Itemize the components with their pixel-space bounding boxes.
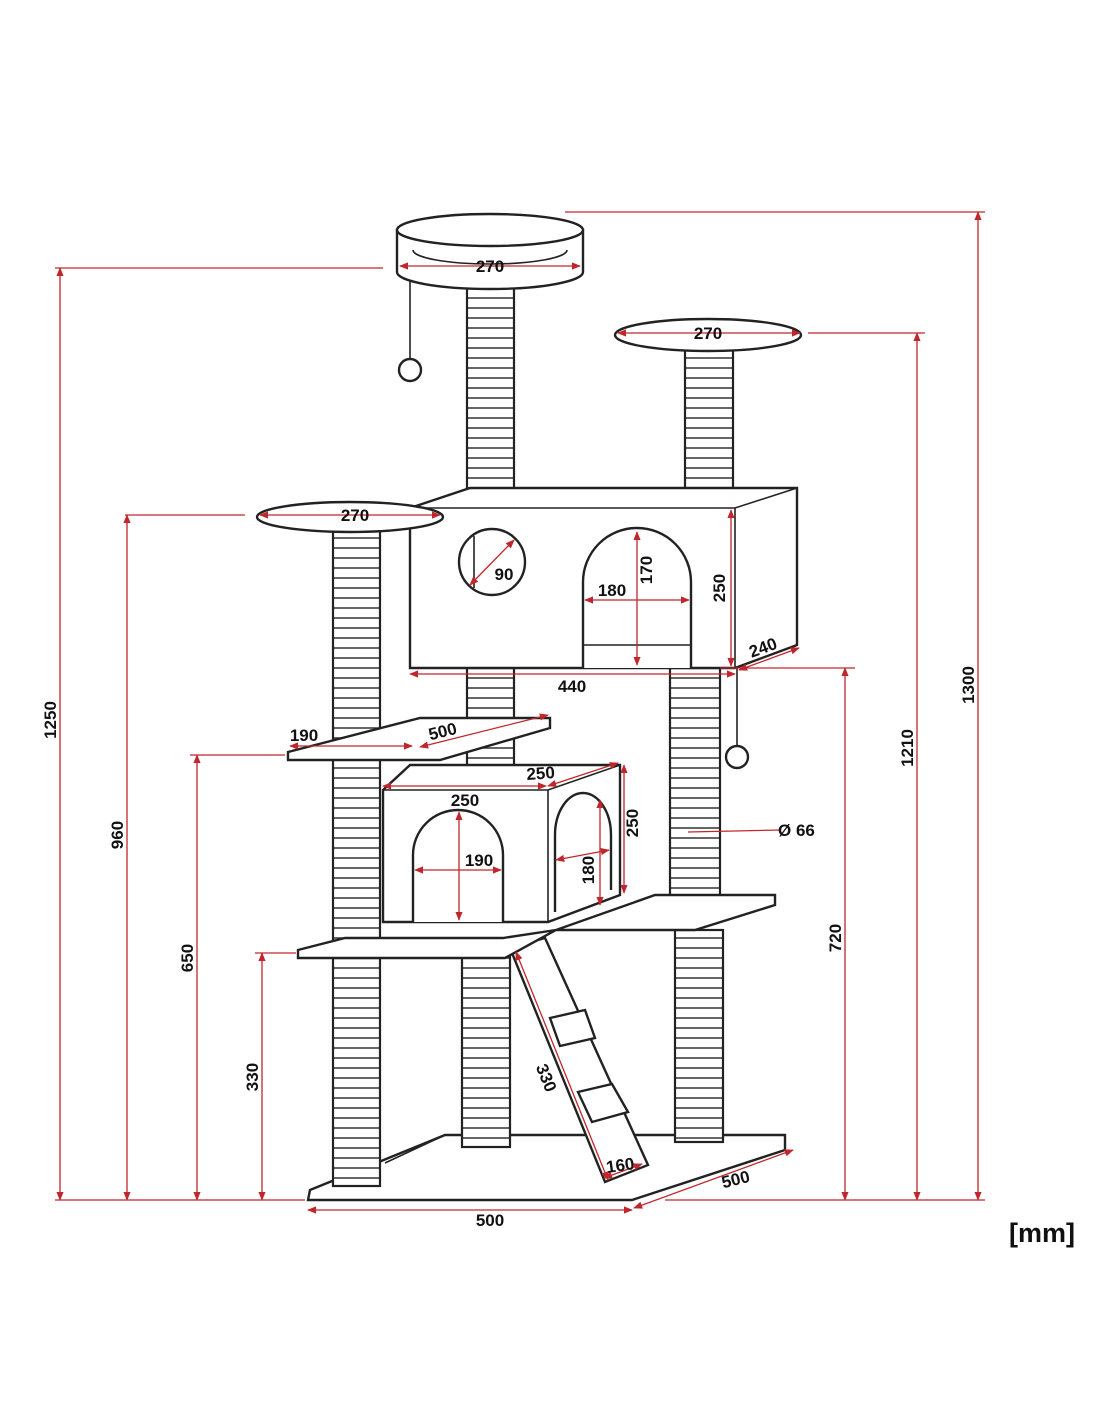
dimension-lines bbox=[55, 211, 985, 1214]
post-left-lower bbox=[331, 956, 382, 1188]
label-ramp-width: 160 bbox=[605, 1154, 636, 1177]
label-upper-house-width: 440 bbox=[558, 677, 586, 696]
label-height-960: 960 bbox=[108, 821, 127, 849]
label-height-1210: 1210 bbox=[898, 729, 917, 767]
top-bed bbox=[395, 212, 585, 383]
label-shelf-depth: 190 bbox=[290, 726, 318, 745]
label-height-1250: 1250 bbox=[41, 701, 60, 739]
label-lower-house-door-width: 190 bbox=[465, 851, 493, 870]
lower-house bbox=[381, 763, 622, 924]
label-left-top-diameter: 270 bbox=[341, 506, 369, 525]
post-center-lower bbox=[460, 953, 512, 1149]
label-door-width: 180 bbox=[598, 581, 626, 600]
label-height-1300: 1300 bbox=[959, 666, 978, 704]
post-left-upper bbox=[331, 528, 382, 747]
post-left-middle bbox=[331, 756, 382, 952]
post-right-lower bbox=[673, 928, 725, 1144]
label-top-bed-diameter: 270 bbox=[476, 257, 504, 276]
label-ramp-length: 330 bbox=[532, 1061, 560, 1094]
label-height-330: 330 bbox=[243, 1063, 262, 1091]
posts bbox=[331, 283, 735, 1188]
post-top-right bbox=[683, 343, 735, 499]
label-base-width: 500 bbox=[476, 1211, 504, 1230]
label-lower-house-front-width: 250 bbox=[451, 791, 479, 810]
label-hole-diameter: 90 bbox=[495, 565, 514, 584]
label-post-diameter: Ø 66 bbox=[778, 821, 815, 840]
unit-label: [mm] bbox=[1009, 1218, 1075, 1248]
label-lower-house-side-door-height: 180 bbox=[579, 856, 598, 884]
middle-deck bbox=[296, 893, 777, 960]
label-door-height: 170 bbox=[637, 556, 656, 584]
label-height-720: 720 bbox=[826, 924, 845, 952]
label-upper-house-height: 250 bbox=[710, 574, 729, 602]
post-right-middle bbox=[668, 666, 722, 898]
cat-tree bbox=[255, 212, 803, 1202]
post-center-upper bbox=[465, 666, 516, 725]
label-height-650: 650 bbox=[178, 944, 197, 972]
label-lower-house-top-width: 250 bbox=[526, 763, 556, 784]
label-lower-house-height: 250 bbox=[623, 809, 642, 837]
label-right-top-diameter: 270 bbox=[694, 324, 722, 343]
post-top-center bbox=[465, 283, 516, 502]
